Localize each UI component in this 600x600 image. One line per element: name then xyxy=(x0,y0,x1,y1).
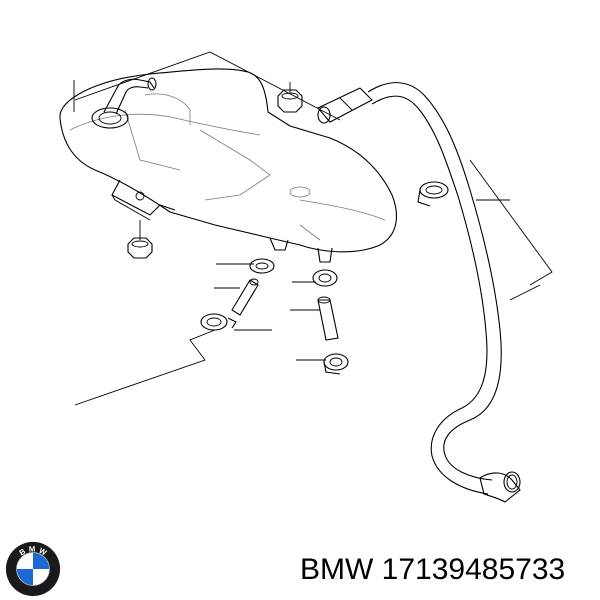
hex-nut-left xyxy=(127,237,153,259)
hose-connector xyxy=(317,87,373,124)
part-number: 17139485733 xyxy=(381,553,566,586)
logo-quarter-blue-1 xyxy=(33,552,50,569)
brand-label: BMW xyxy=(300,553,374,586)
hose-clamp-right xyxy=(417,181,449,207)
clamp-right-lower xyxy=(323,353,349,375)
hex-nut-top xyxy=(277,89,303,113)
clamp-left-lower xyxy=(200,313,237,331)
logo-quarter-blue-2 xyxy=(16,569,33,586)
expansion-tank xyxy=(59,68,398,263)
part-caption: BMW 17139485733 xyxy=(300,553,565,587)
leader-lines xyxy=(73,80,510,361)
clamp-left-upper xyxy=(249,258,275,274)
pipe-right xyxy=(317,296,339,341)
coolant-hose xyxy=(367,82,521,503)
pipe-left xyxy=(231,278,259,316)
clamp-right-upper xyxy=(312,269,338,287)
